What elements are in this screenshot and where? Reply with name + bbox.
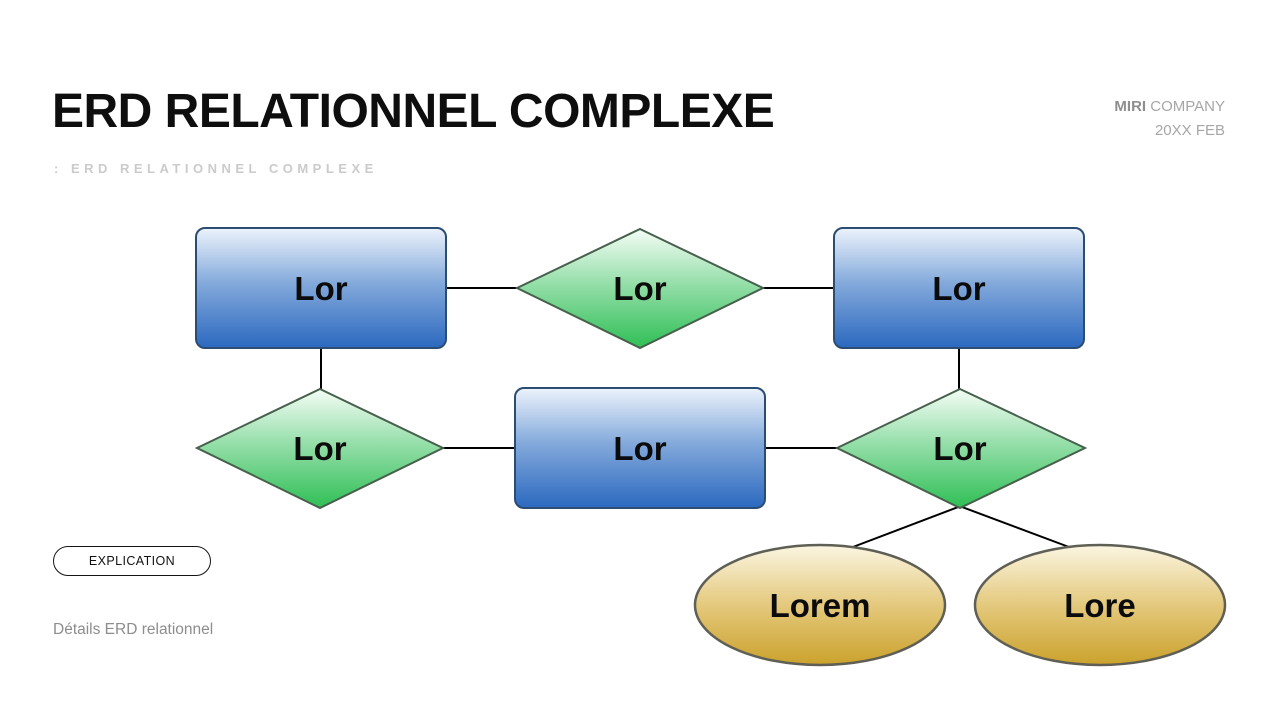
relationship-label: Lor <box>933 430 986 467</box>
entity-shape <box>195 227 447 349</box>
brand-name-rest: COMPANY <box>1150 98 1225 115</box>
relationship-node-top[interactable]: Lor <box>514 227 766 350</box>
edge-relationMR-attributeRight <box>945 500 1078 551</box>
page-subtitle: : ERD RELATIONNEL COMPLEXE <box>54 161 378 176</box>
relationship-label: Lor <box>293 430 346 467</box>
entity-label: Lor <box>294 270 347 307</box>
brand-name-bold: MIRI <box>1114 98 1147 115</box>
footnote: Détails ERD relationnel <box>53 621 214 638</box>
entity-shape <box>833 227 1085 349</box>
attribute-node-right[interactable]: Lore <box>973 543 1227 667</box>
entity-node-mid[interactable]: Lor <box>514 387 766 509</box>
attribute-node-left[interactable]: Lorem <box>693 543 947 667</box>
relationship-label: Lor <box>613 270 666 307</box>
relationship-shape <box>514 227 766 350</box>
attribute-label: Lore <box>1064 587 1136 624</box>
attribute-label: Lorem <box>770 587 871 624</box>
relationship-node-mid-left[interactable]: Lor <box>194 387 446 510</box>
relationship-shape <box>834 387 1088 510</box>
brand-name: MIRI COMPANY <box>1114 95 1225 119</box>
attribute-shape <box>693 543 947 667</box>
brand-block: MIRI COMPANY 20XX FEB <box>1114 95 1225 143</box>
entity-label: Lor <box>613 430 666 467</box>
entity-label: Lor <box>932 270 985 307</box>
page-title: ERD RELATIONNEL COMPLEXE <box>52 85 775 138</box>
relationship-shape <box>194 387 446 510</box>
relationship-node-mid-right[interactable]: Lor <box>834 387 1088 510</box>
attribute-shape <box>973 543 1227 667</box>
edge-relationMR-attributeLeft <box>844 500 975 551</box>
brand-date: 20XX FEB <box>1154 122 1225 139</box>
entity-shape <box>514 387 766 509</box>
explication-button[interactable]: EXPLICATION <box>53 546 211 576</box>
entity-node-top-right[interactable]: Lor <box>833 227 1085 349</box>
entity-node-top-left[interactable]: Lor <box>195 227 447 349</box>
